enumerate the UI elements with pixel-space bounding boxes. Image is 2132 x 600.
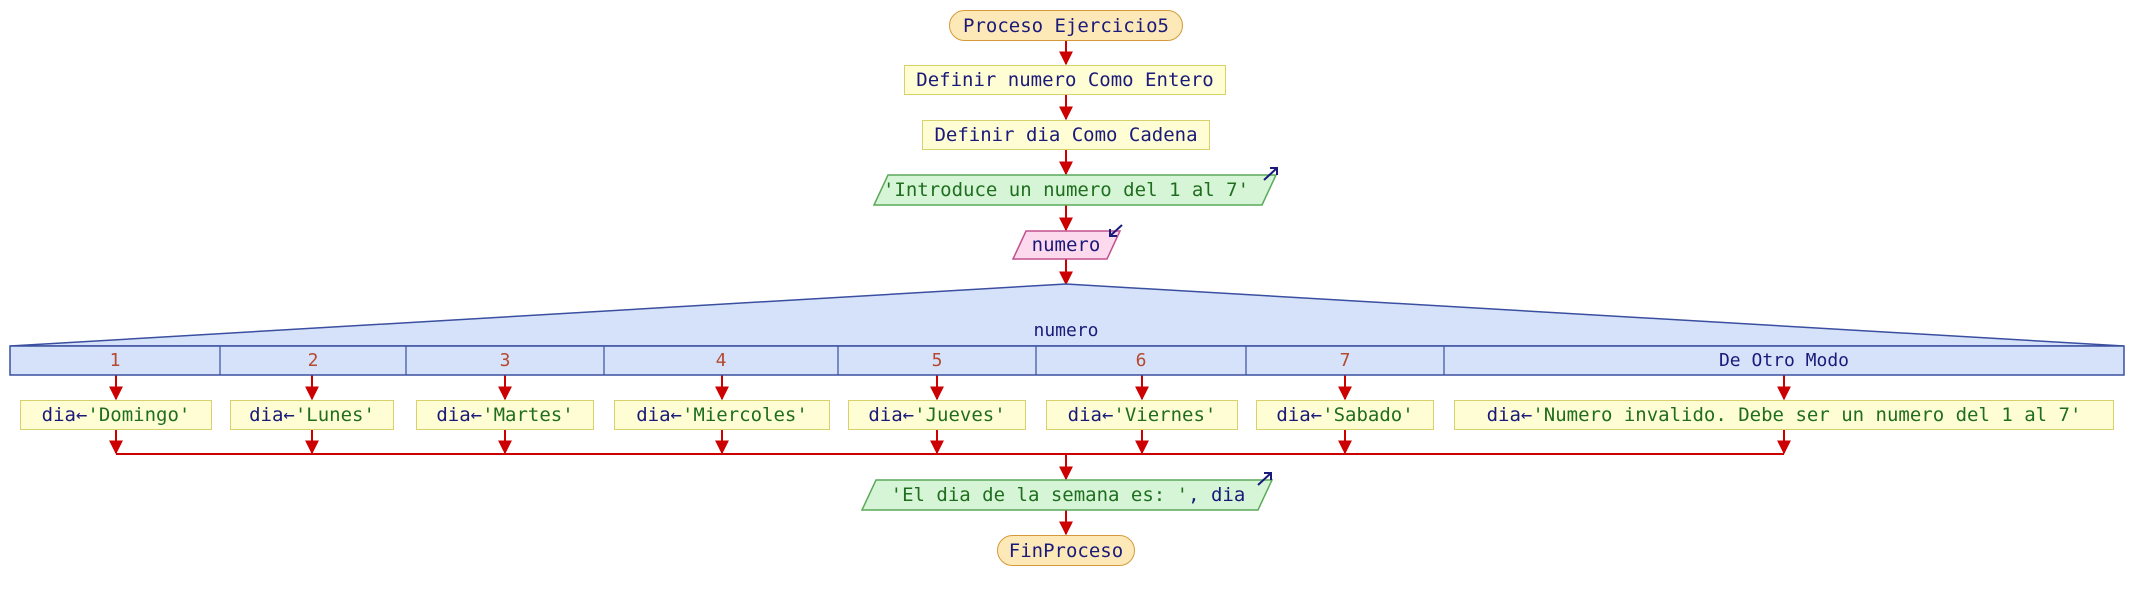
define-numero-step: Definir numero Como Entero	[904, 65, 1226, 95]
assign-arrow-icon: ←	[1310, 404, 1323, 426]
assign-var: dia	[1276, 404, 1311, 426]
assign-value: 'Viernes'	[1113, 404, 1217, 426]
assign-arrow-icon: ←	[283, 404, 295, 426]
case-label-3: 3	[499, 350, 511, 371]
assign-var: dia	[636, 404, 671, 426]
final-output-var: dia	[1210, 484, 1246, 506]
switch-variable-label: numero	[1033, 319, 1099, 341]
case-label-7: 7	[1339, 350, 1351, 371]
start-terminal: Proceso Ejercicio5	[949, 10, 1183, 41]
assign-var: dia	[868, 404, 903, 426]
define-dia-step: Definir dia Como Cadena	[922, 120, 1210, 150]
case-assign-3: dia ← 'Martes'	[416, 400, 594, 430]
assign-arrow-icon: ←	[1101, 404, 1114, 426]
final-output-text: 'El dia de la semana es: ', dia	[868, 480, 1268, 510]
case-assign-5: dia ← 'Jueves'	[848, 400, 1026, 430]
assign-var: dia	[249, 404, 284, 426]
prompt-output-label: 'Introduce un numero del 1 al 7'	[882, 179, 1250, 201]
arrow-out-icon	[1257, 472, 1272, 486]
assign-var: dia	[1067, 404, 1102, 426]
assign-arrow-icon: ←	[902, 404, 915, 426]
assign-value: 'Sabado'	[1322, 404, 1414, 426]
assign-value: 'Lunes'	[294, 404, 375, 426]
case-assign-1: dia ← 'Domingo'	[20, 400, 212, 430]
assign-arrow-icon: ←	[470, 404, 483, 426]
final-output-separator: ,	[1188, 484, 1211, 506]
define-numero-label: Definir numero Como Entero	[916, 69, 1214, 91]
case-label-default: De Otro Modo	[1718, 350, 1850, 371]
case-label-1: 1	[109, 350, 121, 371]
case-assign-4: dia ← 'Miercoles'	[614, 400, 830, 430]
case-label-4: 4	[715, 350, 727, 371]
assign-var: dia	[436, 404, 471, 426]
final-output-string: 'El dia de la semana es: '	[890, 484, 1189, 506]
define-dia-label: Definir dia Como Cadena	[934, 124, 1198, 146]
assign-arrow-icon: ←	[1520, 404, 1533, 426]
end-label: FinProceso	[1008, 539, 1124, 562]
assign-arrow-icon: ←	[670, 404, 682, 426]
assign-var: dia	[41, 404, 76, 426]
start-label: Proceso Ejercicio5	[963, 14, 1169, 37]
assign-var: dia	[1486, 404, 1521, 426]
arrow-in-icon	[1109, 224, 1123, 237]
case-assign-7: dia ← 'Sabado'	[1256, 400, 1434, 430]
assign-value: 'Numero invalido. Debe ser un numero del…	[1532, 404, 2082, 426]
end-terminal: FinProceso	[997, 535, 1135, 566]
assign-value: 'Miercoles'	[681, 404, 808, 426]
case-assign-default: dia ← 'Numero invalido. Debe ser un nume…	[1454, 400, 2114, 430]
case-label-2: 2	[307, 350, 319, 371]
read-input-shape	[1011, 230, 1122, 260]
switch-case-row	[9, 345, 2125, 376]
assign-value: 'Martes'	[482, 404, 574, 426]
case-label-6: 6	[1135, 350, 1147, 371]
assign-value: 'Domingo'	[87, 404, 191, 426]
assign-value: 'Jueves'	[914, 404, 1006, 426]
assign-arrow-icon: ←	[75, 404, 88, 426]
case-assign-6: dia ← 'Viernes'	[1046, 400, 1238, 430]
prompt-output-text: 'Introduce un numero del 1 al 7'	[870, 175, 1262, 205]
case-assign-2: dia ← 'Lunes'	[230, 400, 394, 430]
arrow-out-icon	[1263, 167, 1278, 181]
read-input-label: numero	[1031, 234, 1101, 256]
read-input-text: numero	[1014, 231, 1118, 259]
case-label-5: 5	[931, 350, 943, 371]
